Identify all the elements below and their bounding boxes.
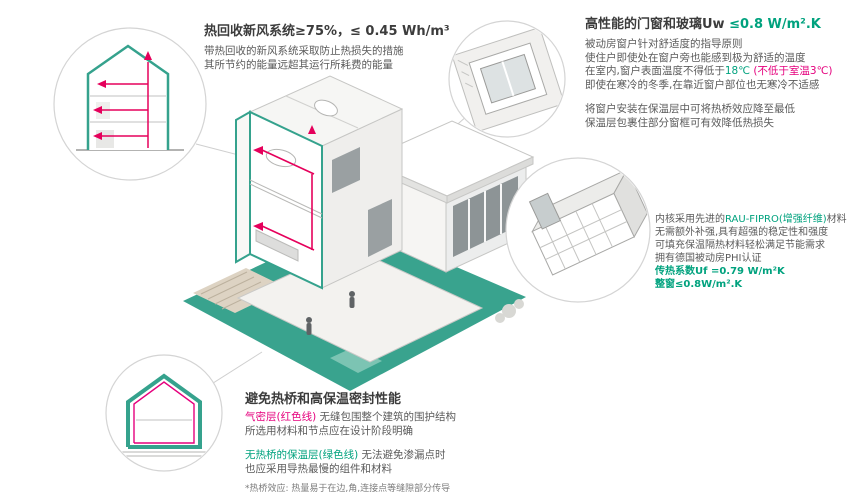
- callout-frame-profile-circle: [505, 157, 651, 303]
- profile-line2: 无需额外补强,具有超强的稳定性和强度: [655, 227, 829, 238]
- profile-line1: 内核采用先进的RAU-FIPRO(增强纤维)材料: [655, 214, 847, 225]
- airtight-layer-red: [133, 381, 195, 444]
- mini-glass-slab: [528, 192, 562, 230]
- vegetation: [495, 299, 524, 323]
- insulation-body: 气密层(红色线) 无缝包围整个建筑的围护结构 所选用材料和节点应在设计阶段明确 …: [245, 411, 545, 476]
- thermal-bridge-footnote: *热桥效应: 热量易于在边,角,连接点等缝隙部分传导: [245, 484, 451, 492]
- duct-arrows: [253, 125, 316, 231]
- ventilation-section: 热回收新风系统≥75%，≤ 0.45 Wh/m³ 带热回收的新风系统采取防止热损…: [204, 20, 484, 72]
- airtight-layer-label: 气密层(红色线): [245, 411, 317, 423]
- insulation-envelope-green: [126, 373, 202, 449]
- mini-furniture: [96, 130, 114, 148]
- kitchen-counter: [255, 229, 299, 262]
- insulation-line4: 也应采用导热最慢的组件和材料: [245, 462, 392, 475]
- mini-frame-profile: [528, 168, 648, 276]
- windows-section: 高性能的门窗和玻璃Uw ≤0.8 W/m².K 被动房窗户针对舒适度的指导原则 …: [585, 13, 860, 130]
- callout-window-corner-circle: [448, 20, 566, 138]
- insulation-title: 避免热桥和高保温密封性能: [245, 392, 402, 407]
- house-illustration: [183, 75, 535, 391]
- insulation-line1: 气密层(红色线) 无缝包围整个建筑的围护结构: [245, 411, 457, 423]
- foundation-hatch: [116, 451, 212, 457]
- profile-section: 内核采用先进的RAU-FIPRO(增强纤维)材料 无需额外补强,具有超强的稳定性…: [655, 213, 863, 291]
- temp-note: (不低于室温3℃): [750, 65, 833, 77]
- ventilation-title: 热回收新风系统≥75%，≤ 0.45 Wh/m³: [204, 24, 450, 39]
- cut-wall-edge: [235, 110, 251, 264]
- mini-duct-arrows: [93, 51, 152, 140]
- floor-slab-lines: [249, 179, 323, 219]
- callout-ventilation-circle: [53, 27, 207, 181]
- mini-window-corner: [451, 26, 564, 133]
- insulation-layer-label: 无热桥的保温层(绿色线): [245, 449, 359, 461]
- ventilation-body: 带热回收的新风系统采取防止热损失的措施 其所节约的能量远超其运行所耗费的能量: [204, 45, 484, 72]
- windows-body-line3: 在室内,窗户表面温度不得低于18℃ (不低于室温3℃): [585, 65, 833, 77]
- windows-body-line2: 使住户即使处在窗户旁也能感到极为舒适的温度: [585, 51, 806, 64]
- windows-body-line4: 即使在寒冷的冬季,在靠近窗户部位也无寒冷不适感: [585, 78, 820, 91]
- windows-title: 高性能的门窗和玻璃Uw ≤0.8 W/m².K: [585, 13, 860, 32]
- rau-fipro-label: RAU-FIPRO(增强纤维): [725, 214, 827, 225]
- ventilation-body-line2: 其所节约的能量远超其运行所耗费的能量: [204, 58, 393, 71]
- windows-body-line6: 保温层包裹住部分窗框可有效降低热损失: [585, 116, 774, 129]
- spacer: [245, 438, 545, 449]
- profile-line4: 拥有德国被动房PHI认证: [655, 253, 762, 264]
- profile-uw-value: 整窗≤0.8W/m².K: [655, 279, 743, 290]
- profile-uf-value: 传热系数Uf =0.79 W/m²K: [655, 266, 785, 277]
- insulation-section: 避免热桥和高保温密封性能 气密层(红色线) 无缝包围整个建筑的围护结构 所选用材…: [245, 388, 545, 492]
- door-lower: [368, 199, 392, 257]
- main-block: [235, 75, 404, 290]
- window-upper: [332, 147, 360, 193]
- windows-title-value: ≤0.8 W/m².K: [729, 17, 821, 32]
- mini-house-insulation: [116, 373, 212, 457]
- bathtub-top-view: [314, 99, 338, 117]
- windows-title-main: 高性能的门窗和玻璃Uw: [585, 17, 730, 32]
- mini-duct-riser: [102, 62, 149, 148]
- garden-path: [330, 347, 382, 373]
- duct-lines: [261, 149, 315, 251]
- ventilation-body-line1: 带热回收的新风系统采取防止热损失的措施: [204, 45, 404, 57]
- people-figures: [306, 291, 355, 335]
- windows-body: 被动房窗户针对舒适度的指导原则 使住户即使处在窗户旁也能感到极为舒适的温度 在室…: [585, 38, 860, 130]
- spacer: [585, 92, 860, 103]
- insulation-line3: 无热桥的保温层(绿色线) 无法避免渗漏点时: [245, 449, 446, 461]
- insulation-line2: 所选用材料和节点应在设计阶段明确: [245, 424, 413, 437]
- temp-value: 18℃: [724, 65, 750, 77]
- windows-body-line5: 将窗户安装在保温层中可将热桥效应降至最低: [585, 103, 795, 115]
- mini-house-ventilation: [76, 44, 184, 151]
- windows-body-line1: 被动房窗户针对舒适度的指导原则: [585, 38, 743, 50]
- callout-insulation-circle: [105, 354, 223, 472]
- profile-line3: 可填充保温隔热材料轻松满足节能需求: [655, 240, 825, 251]
- exterior-stairs: [193, 268, 287, 313]
